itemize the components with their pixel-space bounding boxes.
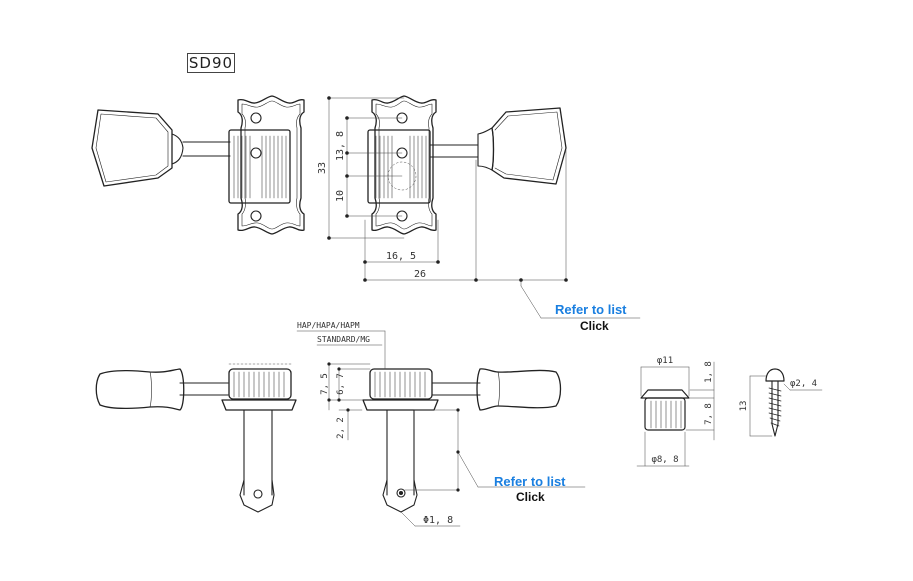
dim-collar-height-a: 7, 5 [320,373,330,395]
dim-screw-length: 13 [739,401,749,412]
dim-upper-offset: 13, 8 [335,131,346,161]
bushing-dimensions [636,361,715,467]
bushing-detail [640,389,690,431]
variant-hap-label: HAP/HAPA/HAPM [297,321,360,330]
dim-washer-thickness: 2, 2 [336,417,346,439]
bottom-right-tuner-side [362,368,562,513]
top-dimensions [328,97,641,319]
top-left-tuner [91,95,305,235]
dim-post-diameter: Φ1, 8 [423,515,453,526]
top-right-tuner [367,95,567,235]
dim-bushing-height: 7, 8 [704,403,714,425]
dim-overall-width: 26 [414,269,426,280]
dim-bushing-flange: 1, 8 [704,361,714,383]
refer-to-list-link-top[interactable]: Refer to list [555,302,627,317]
top-dimension-dots [327,96,568,282]
bottom-dimensions [296,330,586,527]
dim-bushing-diameter: φ8, 8 [651,455,678,465]
click-label-top[interactable]: Click [580,319,609,333]
dim-post-offset: 16, 5 [386,251,416,262]
dim-bushing-top-diameter: φ11 [657,356,673,366]
dim-lower-offset: 10 [335,190,346,202]
variant-standard-label: STANDARD/MG [317,335,370,344]
dim-collar-height-b: 6, 7 [336,373,346,395]
dim-height-total: 33 [317,162,328,174]
model-label: SD90 [187,53,235,73]
screw-detail [765,368,785,437]
bottom-dimension-dots [327,362,460,492]
refer-to-list-link-bottom[interactable]: Refer to list [494,474,566,489]
screw-dimensions [749,375,823,437]
bottom-left-tuner-side [95,363,297,513]
dim-screw-diameter: φ2, 4 [790,379,817,389]
click-label-bottom[interactable]: Click [516,490,545,504]
